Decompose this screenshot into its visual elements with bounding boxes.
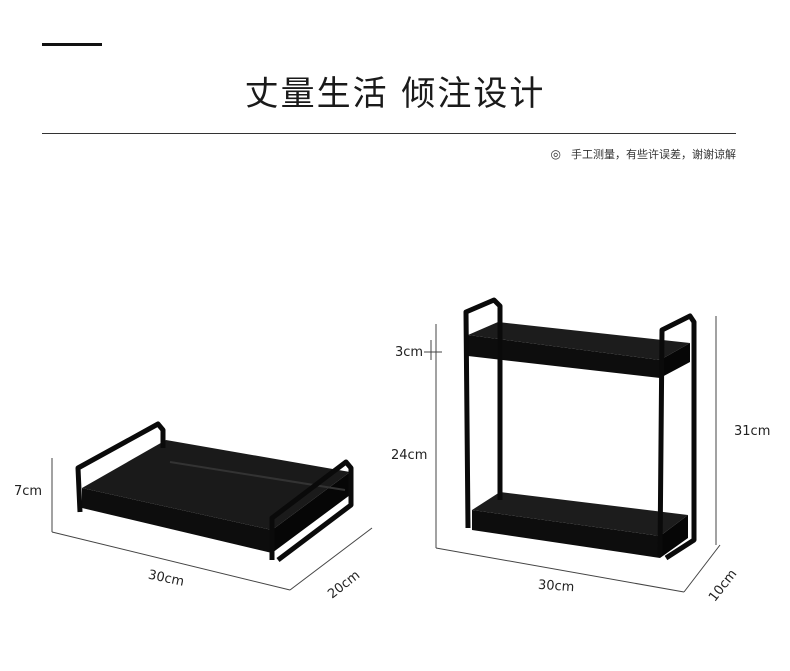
single-length-line xyxy=(51,531,291,591)
total-height-label: 31cm xyxy=(734,424,770,439)
gap-label: 24cm xyxy=(391,448,427,463)
double-length-label: 30cm xyxy=(537,578,574,595)
double-width-line xyxy=(683,544,721,593)
page-title: 丈量生活 倾注设计 xyxy=(244,74,546,114)
double-length-line xyxy=(435,547,685,593)
header-accent-bar xyxy=(42,43,102,46)
upper-shelf-top xyxy=(468,322,690,360)
single-right-handle xyxy=(269,459,354,562)
single-left-handle xyxy=(75,421,166,513)
double-tier-dimensions xyxy=(424,316,721,593)
lower-shelf-front xyxy=(472,510,660,558)
measurement-note-text: 手工测量，有些许误差，谢谢谅解 xyxy=(571,148,736,161)
single-width-label: 20cm xyxy=(325,568,363,602)
single-length-label: 30cm xyxy=(147,568,186,590)
measurement-note: ◎ 手工测量，有些许误差，谢谢谅解 xyxy=(551,146,736,162)
double-tier-rack xyxy=(463,297,697,561)
lower-shelf-side xyxy=(660,515,688,558)
single-tier-rack xyxy=(75,421,354,562)
upper-shelf-front xyxy=(468,335,660,378)
bullseye-icon: ◎ xyxy=(550,147,561,161)
right-frame xyxy=(657,313,697,561)
single-tray-front-wall xyxy=(82,488,272,553)
left-frame xyxy=(463,297,503,529)
upper-shelf-side xyxy=(660,343,690,378)
single-height-label: 7cm xyxy=(14,484,42,499)
lower-shelf-top xyxy=(472,492,688,536)
single-tray-side-wall xyxy=(272,472,350,553)
top-lip-label: 3cm xyxy=(395,345,423,360)
single-width-line xyxy=(289,527,373,591)
header-divider xyxy=(42,133,736,134)
single-tier-dimensions xyxy=(51,458,373,591)
double-width-label: 10cm xyxy=(706,567,740,605)
